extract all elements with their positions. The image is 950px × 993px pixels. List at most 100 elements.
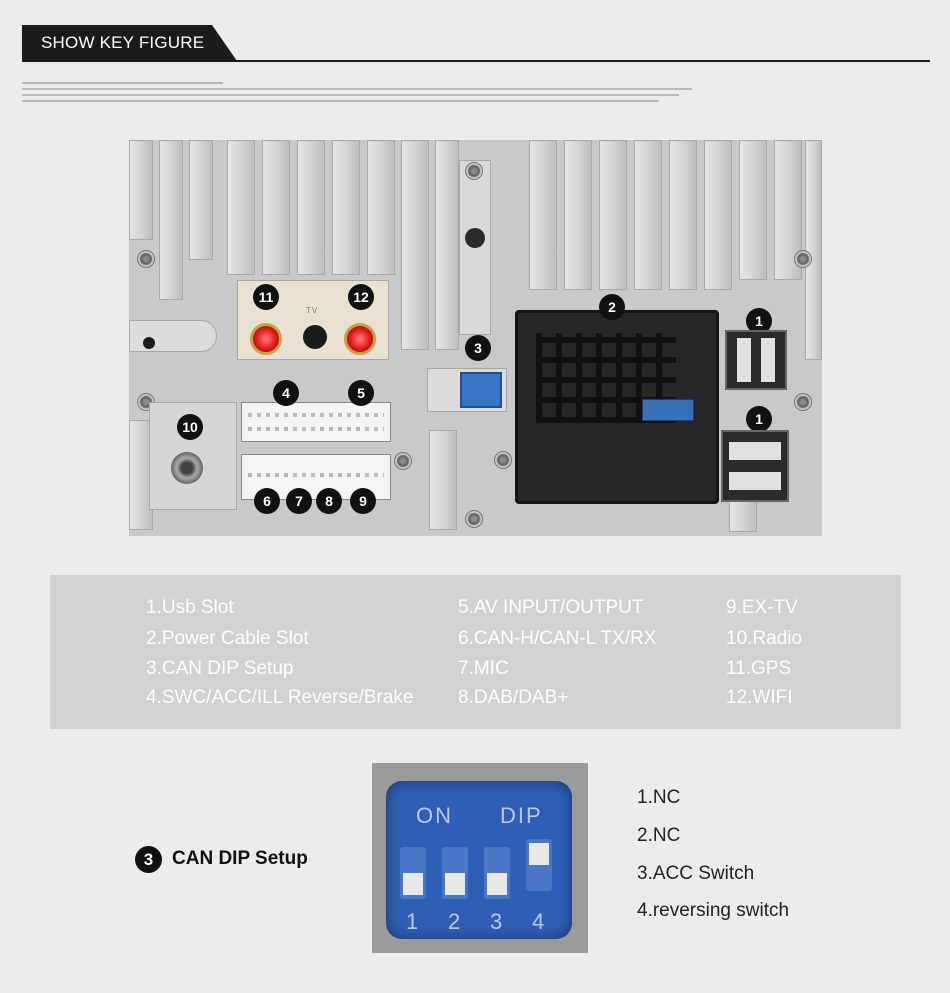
screw <box>494 451 512 469</box>
heatsink-fin <box>297 140 325 275</box>
wifi-antenna-jack[interactable] <box>344 323 376 355</box>
dip-knob <box>529 843 549 865</box>
heatsink-fin <box>599 140 627 290</box>
usb-port[interactable] <box>729 472 781 490</box>
usb-port[interactable] <box>729 442 781 460</box>
fine-print <box>22 82 692 106</box>
legend-item: 9.EX-TV <box>726 597 798 618</box>
badge-wifi: 12 <box>348 284 374 310</box>
badge-can-h-l: 6 <box>254 488 280 514</box>
page-title: SHOW KEY FIGURE <box>41 33 205 52</box>
radio-antenna-jack[interactable] <box>171 452 203 484</box>
heatsink-fin <box>435 140 459 350</box>
legend-item: 10.Radio <box>726 628 803 649</box>
dip-knob <box>403 873 423 895</box>
side-slot-hole <box>143 337 155 349</box>
dip-dip-label: DIP <box>500 803 543 828</box>
badge-dab: 8 <box>316 488 342 514</box>
tv-label: TV <box>306 306 319 315</box>
heatsink-fin <box>529 140 557 290</box>
legend-item: 3.CAN DIP Setup <box>146 658 294 679</box>
legend-item: 6.CAN-H/CAN-L TX/RX <box>458 628 657 649</box>
can-dip-title: CAN DIP Setup <box>172 848 308 869</box>
heatsink-fin <box>189 140 213 260</box>
badge-can-dip: 3 <box>465 335 491 361</box>
legend-item: 1.Usb Slot <box>146 597 234 618</box>
badge-usb-top: 1 <box>746 308 772 334</box>
dip-desc-4: 4.reversing switch <box>637 900 790 921</box>
usb-port[interactable] <box>761 338 775 382</box>
dip-number: 1 <box>406 909 419 934</box>
main-blue-insert <box>642 399 694 421</box>
can-dip-badge: 3 <box>135 846 162 873</box>
screw <box>137 250 155 268</box>
tv-jack[interactable] <box>303 325 327 349</box>
badge-radio: 10 <box>177 414 203 440</box>
badge-av-io: 5 <box>348 380 374 406</box>
legend-item: 11.GPS <box>726 658 792 679</box>
dip-number: 4 <box>532 909 545 934</box>
usb-slot-bottom[interactable] <box>721 430 789 502</box>
side-slot <box>129 320 217 352</box>
heatsink-fin <box>332 140 360 275</box>
legend-item: 5.AV INPUT/OUTPUT <box>458 597 644 618</box>
heatsink-fin <box>669 140 697 290</box>
legend-item: 8.DAB/DAB+ <box>458 687 569 708</box>
badge-power-cable: 2 <box>599 294 625 320</box>
dip-number: 2 <box>448 909 461 934</box>
power-cable-slot[interactable] <box>515 310 719 504</box>
heatsink-fin <box>634 140 662 290</box>
header-divider <box>22 60 930 62</box>
can-dip-switch[interactable] <box>460 372 502 408</box>
dip-switch-body: ON DIP 1 2 3 4 <box>386 781 572 939</box>
dip-desc-3: 3.ACC Switch <box>637 863 755 884</box>
screw <box>465 510 483 528</box>
dip-knob <box>487 873 507 895</box>
heatsink-fin <box>159 140 183 300</box>
dip-switch-3[interactable] <box>484 847 510 899</box>
dip-switch-2[interactable] <box>442 847 468 899</box>
header-tab <box>22 25 237 61</box>
heatsink-fin <box>262 140 290 275</box>
device-back-panel: 11 12 TV 3 4 5 6 7 8 9 10 2 1 1 <box>129 140 822 536</box>
badge-usb-bottom: 1 <box>746 406 772 432</box>
legend-box: 1.Usb Slot 2.Power Cable Slot 3.CAN DIP … <box>50 575 901 729</box>
heatsink-fin <box>401 140 429 350</box>
heatsink-fin <box>805 140 822 360</box>
heatsink-fin <box>129 140 153 240</box>
legend-item: 12.WIFI <box>726 687 793 708</box>
heatsink-fin <box>429 430 457 530</box>
legend-item: 7.MIC <box>458 658 509 679</box>
dip-desc-2: 2.NC <box>637 825 681 846</box>
badge-mic: 7 <box>286 488 312 514</box>
heatsink-fin <box>729 500 757 532</box>
badge-swc-acc: 4 <box>273 380 299 406</box>
heatsink-fin <box>227 140 255 275</box>
swc-acc-connector[interactable] <box>241 402 391 442</box>
dip-switch-4[interactable] <box>526 839 552 891</box>
dip-number: 3 <box>490 909 503 934</box>
badge-ex-tv: 9 <box>350 488 376 514</box>
heatsink-fin <box>367 140 395 275</box>
usb-slot-top[interactable] <box>725 330 787 390</box>
screw <box>794 393 812 411</box>
pin-row <box>248 413 384 417</box>
dip-switch-1[interactable] <box>400 847 426 899</box>
pin-row <box>248 427 384 431</box>
badge-gps: 11 <box>253 284 279 310</box>
screw <box>394 452 412 470</box>
heatsink-fin <box>739 140 767 280</box>
gps-antenna-jack[interactable] <box>250 323 282 355</box>
heatsink-fin <box>564 140 592 290</box>
heatsink-fin <box>704 140 732 290</box>
dip-knob <box>445 873 465 895</box>
bracket-hole <box>465 228 485 248</box>
dip-desc-1: 1.NC <box>637 787 681 808</box>
screw <box>465 162 483 180</box>
dip-on-label: ON <box>416 803 453 828</box>
legend-item: 4.SWC/ACC/ILL Reverse/Brake <box>146 687 414 708</box>
dip-switch-photo: ON DIP 1 2 3 4 <box>372 763 588 953</box>
screw <box>794 250 812 268</box>
usb-port[interactable] <box>737 338 751 382</box>
legend-item: 2.Power Cable Slot <box>146 628 309 649</box>
